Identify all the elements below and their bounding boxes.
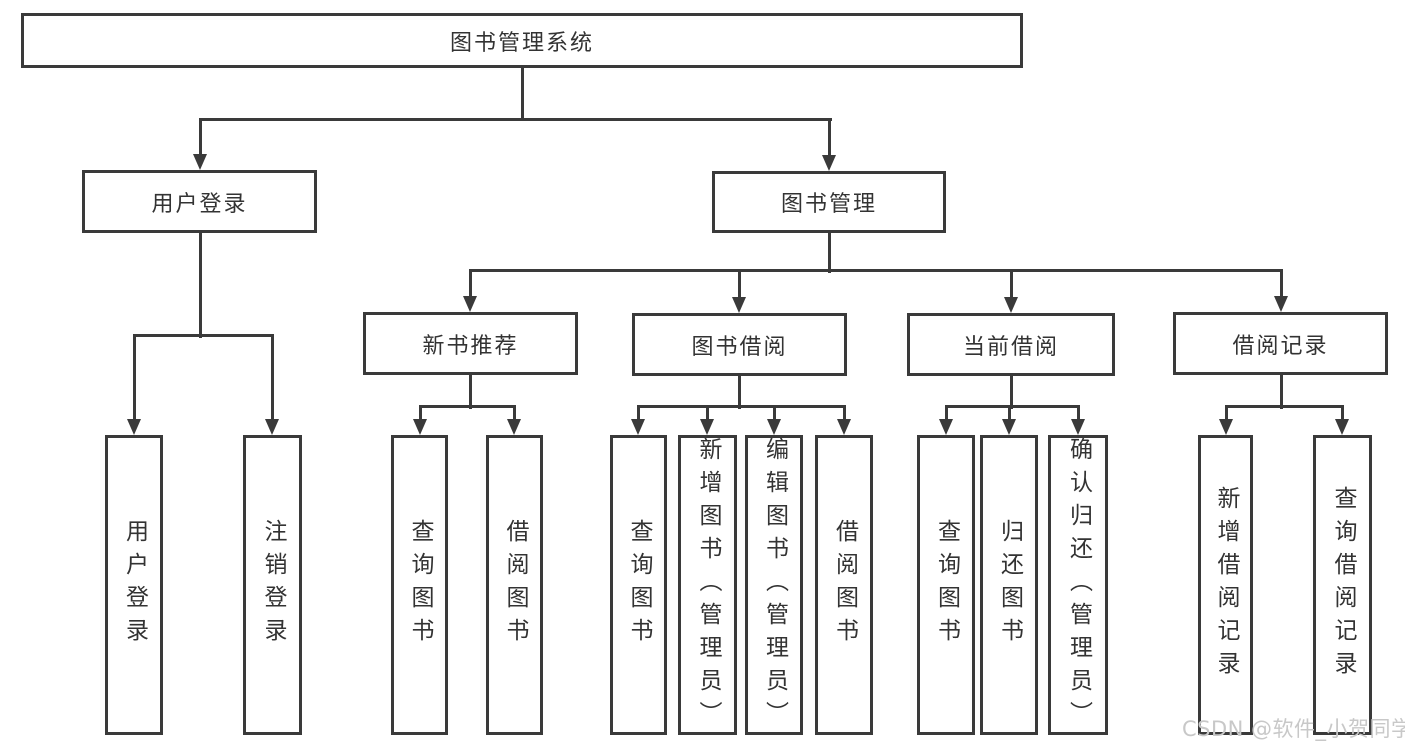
leaf-query-books-recommend: 查询图书 — [391, 435, 448, 735]
arrowhead-icon — [463, 296, 477, 312]
node-label: 图书管理系统 — [449, 30, 594, 56]
arrowhead-icon — [1335, 419, 1349, 435]
connector-line — [828, 233, 831, 273]
arrowhead-icon — [939, 419, 953, 435]
leaf-logout: 注销登录 — [243, 435, 302, 735]
node-label: 查询借阅记录 — [1330, 486, 1356, 684]
arrowhead-icon — [127, 419, 141, 435]
arrowhead-icon — [1071, 419, 1085, 435]
node-label: 查询图书 — [626, 519, 652, 651]
node-book-management: 图书管理 — [712, 171, 946, 233]
connector-line — [1077, 406, 1080, 423]
arrowhead-icon — [1004, 297, 1018, 313]
connector-line — [843, 406, 846, 423]
connector-line — [419, 406, 422, 423]
node-label: 新增图书（管理员） — [695, 436, 721, 734]
node-book-management-system: 图书管理系统 — [21, 13, 1023, 68]
connector-line — [419, 405, 516, 408]
connector-line — [1225, 405, 1344, 408]
arrowhead-icon — [265, 419, 279, 435]
connector-line — [199, 118, 832, 121]
node-label: 图书管理 — [780, 192, 877, 217]
leaf-query-books-borrow: 查询图书 — [610, 435, 667, 735]
leaf-add-borrow-record: 新增借阅记录 — [1198, 435, 1253, 735]
connector-line — [1010, 376, 1013, 409]
node-label: 查询图书 — [933, 519, 960, 651]
connector-line — [773, 406, 776, 423]
node-label: 借阅图书 — [502, 519, 528, 651]
arrowhead-icon — [1274, 296, 1288, 312]
node-label: 用户登录 — [151, 191, 248, 217]
connector-line — [469, 269, 1283, 272]
arrowhead-icon — [732, 297, 746, 313]
connector-line — [706, 406, 709, 423]
node-label: 编辑图书（管理员） — [761, 436, 788, 734]
connector-line — [521, 68, 524, 121]
arrowhead-icon — [822, 155, 836, 171]
node-label: 当前借阅 — [962, 334, 1059, 360]
connector-line — [738, 270, 741, 301]
node-label: 查询图书 — [407, 519, 433, 651]
connector-line — [637, 405, 846, 408]
connector-line — [133, 335, 136, 423]
arrowhead-icon — [631, 419, 645, 435]
arrowhead-icon — [413, 419, 427, 435]
node-label: 确认归还（管理员） — [1065, 436, 1092, 734]
node-label: 归还图书 — [996, 519, 1023, 651]
connector-line — [1008, 406, 1011, 423]
node-borrow-records: 借阅记录 — [1173, 312, 1388, 375]
node-label: 注销登录 — [260, 519, 286, 651]
arrowhead-icon — [767, 419, 781, 435]
node-label: 用户登录 — [121, 519, 148, 651]
node-label: 新增借阅记录 — [1213, 486, 1239, 684]
connector-line — [738, 376, 741, 409]
node-new-book-recommend: 新书推荐 — [363, 312, 578, 375]
connector-line — [199, 233, 202, 338]
connector-line — [945, 406, 948, 423]
leaf-borrow-books-recommend: 借阅图书 — [486, 435, 543, 735]
connector-line — [1280, 270, 1283, 300]
connector-line — [469, 375, 472, 409]
watermark: CSDN @软件_小贺同学 — [1182, 717, 1405, 741]
arrowhead-icon — [193, 154, 207, 170]
connector-line — [1010, 270, 1013, 301]
node-user-login: 用户登录 — [82, 170, 317, 233]
node-label: 借阅图书 — [831, 519, 858, 651]
connector-line — [199, 119, 202, 158]
node-label: 图书借阅 — [691, 334, 788, 360]
connector-line — [1341, 406, 1344, 423]
node-label: 新书推荐 — [422, 333, 519, 359]
leaf-borrow-books-borrow: 借阅图书 — [815, 435, 873, 735]
arrowhead-icon — [507, 419, 521, 435]
node-current-borrow: 当前借阅 — [907, 313, 1115, 376]
connector-line — [1280, 375, 1283, 409]
arrowhead-icon — [837, 419, 851, 435]
connector-line — [513, 406, 516, 423]
connector-line — [637, 406, 640, 423]
leaf-edit-book-admin: 编辑图书（管理员） — [745, 435, 803, 735]
arrowhead-icon — [1219, 419, 1233, 435]
leaf-user-login: 用户登录 — [105, 435, 163, 735]
node-book-borrow: 图书借阅 — [632, 313, 847, 376]
connector-line — [271, 335, 274, 423]
leaf-add-book-admin: 新增图书（管理员） — [678, 435, 737, 735]
connector-line — [828, 119, 831, 159]
leaf-query-borrow-record: 查询借阅记录 — [1313, 435, 1372, 735]
leaf-confirm-return-admin: 确认归还（管理员） — [1048, 435, 1108, 735]
node-label: 借阅记录 — [1232, 333, 1329, 359]
connector-line — [133, 334, 274, 337]
arrowhead-icon — [1002, 419, 1016, 435]
arrowhead-icon — [700, 419, 714, 435]
connector-line — [1225, 406, 1228, 423]
leaf-query-books-current: 查询图书 — [917, 435, 975, 735]
leaf-return-books: 归还图书 — [980, 435, 1038, 735]
connector-line — [469, 270, 472, 300]
